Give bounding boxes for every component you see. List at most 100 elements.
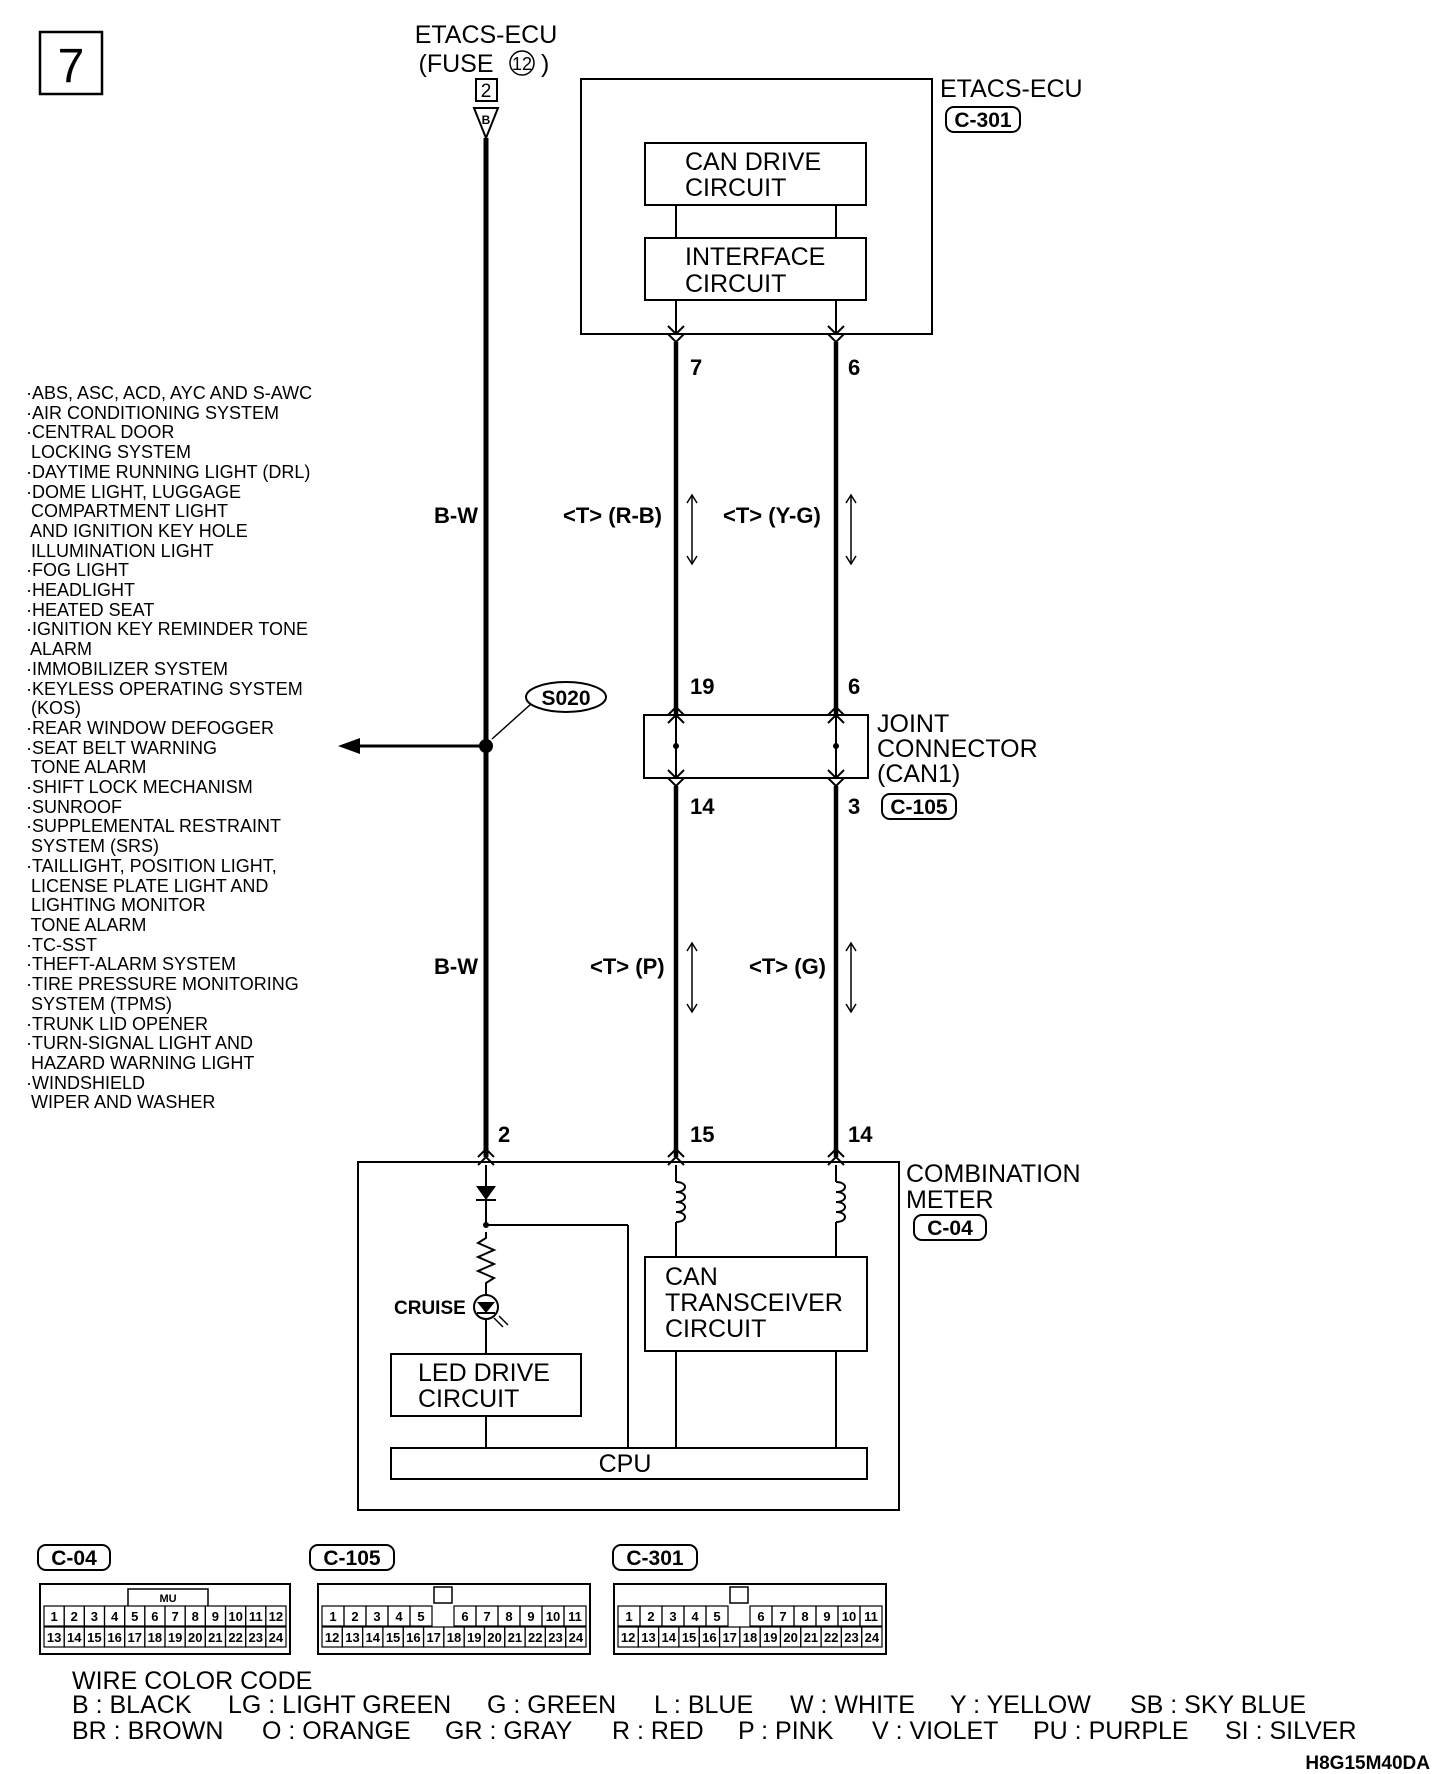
interface-line1: INTERFACE	[685, 243, 825, 271]
joint-title-line1: JOINT	[877, 710, 949, 738]
system-item: ·WINDSHIELD	[26, 1072, 146, 1093]
system-item: ·AIR CONDITIONING SYSTEM	[26, 402, 280, 423]
connector-pin-number: 11	[568, 1609, 582, 1624]
connector-pin-number: 21	[804, 1630, 818, 1645]
etacs-ecu-box	[580, 78, 933, 335]
meter-connector-tag	[913, 1214, 987, 1241]
wire-code-entry: GR : GRAY	[445, 1717, 573, 1745]
system-item: ·SUPPLEMENTAL RESTRAINT	[26, 816, 282, 837]
connector-pin-number: 17	[426, 1630, 440, 1645]
connector-lock	[127, 1588, 209, 1606]
wire-code-title: WIRE COLOR CODE	[72, 1667, 312, 1695]
resistor-icon	[475, 1232, 497, 1290]
connector-pin-number: 24	[269, 1630, 284, 1645]
diode-icon	[476, 1186, 496, 1200]
connector-pin-number: 4	[111, 1609, 119, 1624]
connector-pin-number: 16	[702, 1630, 716, 1645]
system-item: ·HEADLIGHT	[26, 580, 136, 601]
wire-code-entry: B : BLACK	[72, 1691, 192, 1719]
connector-pin-number: 5	[131, 1609, 138, 1624]
connector-pin-number: 11	[249, 1609, 263, 1624]
connector-pin-number: 21	[508, 1630, 522, 1645]
led-icon	[477, 1302, 495, 1313]
connector-label: C-301	[626, 1547, 684, 1570]
connector-pin-number: 13	[641, 1630, 655, 1645]
system-item: ·FOG LIGHT	[26, 560, 129, 581]
wire-code-entry: V : VIOLET	[872, 1717, 998, 1745]
connected-systems-list: ·ABS, ASC, ACD, AYC AND S-AWC·AIR CONDIT…	[26, 383, 312, 1113]
joint-connector: C-105	[890, 796, 948, 819]
system-item: ·REAR WINDOW DEFOGGER	[26, 717, 274, 738]
system-item: TONE ALARM	[26, 757, 147, 778]
wire-code-entry: O : ORANGE	[262, 1717, 411, 1745]
system-item: AND IGNITION KEY HOLE	[26, 520, 248, 541]
connector-tag-text: MU	[159, 1593, 176, 1605]
wire-code-entry: SB : SKY BLUE	[1130, 1691, 1306, 1719]
connector-pin-number: 10	[546, 1609, 560, 1624]
connector-pin-number: 2	[351, 1609, 358, 1624]
joint-pin-bl: 14	[690, 794, 715, 819]
source-connector-letter: B	[482, 113, 491, 127]
connector-pin-number: 20	[783, 1630, 797, 1645]
wire-code-entry: BR : BROWN	[72, 1717, 223, 1745]
connector-pin-number: 13	[345, 1630, 359, 1645]
connector-label: C-04	[51, 1547, 97, 1570]
system-item: LOCKING SYSTEM	[26, 442, 192, 463]
can-bottom-right-label: <T> (G)	[749, 954, 826, 979]
connector-pin-number: 17	[128, 1630, 142, 1645]
wire-code-entry: P : PINK	[738, 1717, 834, 1745]
connector-pin-number: 24	[865, 1630, 880, 1645]
joint-connector-tag	[881, 793, 957, 820]
joint-node-left	[673, 743, 679, 749]
splice-label-oval	[525, 681, 607, 713]
system-item: ·DAYTIME RUNNING LIGHT (DRL)	[26, 461, 311, 482]
source-fuse-close: )	[541, 50, 549, 78]
connector-pin-number: 9	[527, 1609, 534, 1624]
connector-pin-number: 7	[779, 1609, 786, 1624]
connector-label-tag	[612, 1544, 698, 1571]
connector-pin-cell	[265, 1626, 287, 1648]
source-fuse: (FUSE	[419, 50, 494, 78]
wire-code-entry: Y : YELLOW	[950, 1691, 1091, 1719]
connector-pin-number: 18	[447, 1630, 461, 1645]
can-trans-line3: CIRCUIT	[665, 1315, 766, 1343]
system-item: ·CENTRAL DOOR	[26, 422, 175, 443]
connector-pin-number: 6	[757, 1609, 764, 1624]
can-bottom-left-label: <T> (P)	[590, 954, 665, 979]
system-item: HAZARD WARNING LIGHT	[26, 1052, 255, 1073]
connector-pin-number: 23	[548, 1630, 562, 1645]
interface-circuit-box	[644, 237, 867, 301]
source-pin: 2	[481, 81, 492, 102]
connector-pin-number: 5	[417, 1609, 424, 1624]
connector-pin-number: 16	[107, 1630, 121, 1645]
source-pin-box	[475, 78, 498, 102]
connector-pin-number: 23	[249, 1630, 263, 1645]
joint-pin-br: 3	[848, 794, 860, 819]
connector-housing	[39, 1583, 291, 1655]
meter-pin-mid: 15	[690, 1122, 714, 1147]
connector-pin-number: 2	[71, 1609, 78, 1624]
connector-pin-number: 15	[682, 1630, 696, 1645]
cpu-box	[390, 1447, 868, 1480]
led-drive-line1: LED DRIVE	[418, 1359, 550, 1387]
inductor-left-icon	[675, 1181, 686, 1223]
connector-pin-number: 6	[461, 1609, 468, 1624]
connector-pin-number: 21	[208, 1630, 222, 1645]
joint-connector-box	[643, 714, 869, 779]
connector-pin-number: 4	[395, 1609, 403, 1624]
led-drive-line2: CIRCUIT	[418, 1385, 519, 1413]
meter-pin-left: 2	[498, 1122, 510, 1147]
connector-label-tag	[37, 1544, 111, 1571]
connector-pin-number: 22	[228, 1630, 242, 1645]
connector-pin-number: 22	[528, 1630, 542, 1645]
bw-bottom-label: B-W	[434, 954, 478, 979]
system-item: WIPER AND WASHER	[26, 1092, 216, 1113]
connector-pin-number: 20	[487, 1630, 501, 1645]
connector-pin-number: 7	[171, 1609, 178, 1624]
combination-meter-box	[357, 1161, 900, 1511]
system-item: (KOS)	[26, 698, 82, 719]
can-drive-line1: CAN DRIVE	[685, 148, 821, 176]
